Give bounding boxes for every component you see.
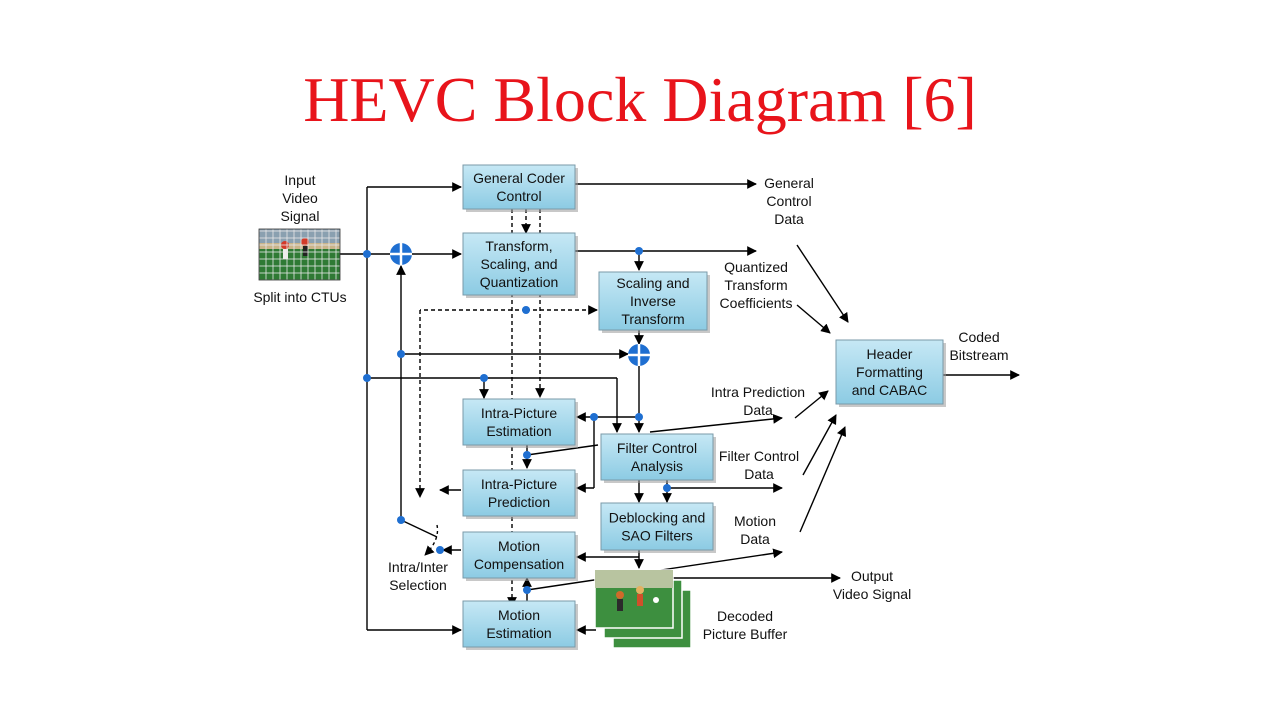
motion-estimation-label: Estimation bbox=[486, 625, 551, 641]
coded-bitstream-label: Bitstream bbox=[949, 347, 1008, 363]
intra-picture-estimation-label: Intra-Picture bbox=[481, 405, 557, 421]
filter-control-data-label: Data bbox=[744, 466, 774, 482]
ipd-to-header bbox=[794, 390, 829, 419]
decoded-picture-buffer-label: Decoded bbox=[717, 608, 773, 624]
output-video-signal-label: Video Signal bbox=[833, 586, 911, 602]
quantized-transform-coefficients-label: Transform bbox=[724, 277, 787, 293]
scaling-inverse-transform-label: Inverse bbox=[630, 293, 676, 309]
coded-bitstream-label: Coded bbox=[958, 329, 999, 345]
intra-picture-prediction-label: Prediction bbox=[488, 494, 550, 510]
scaling-inverse-transform-label: Transform bbox=[621, 311, 684, 327]
junction-dot bbox=[523, 451, 531, 459]
motion-estimation-label: Motion bbox=[498, 607, 540, 623]
input-video-thumbnail bbox=[258, 228, 341, 281]
decoded-picture-buffer-label: Picture Buffer bbox=[703, 626, 788, 642]
split-into-ctus-label: Split into CTUs bbox=[253, 289, 346, 305]
quantized-transform-coefficients-label: Quantized bbox=[724, 259, 788, 275]
summation-node-2 bbox=[628, 344, 650, 366]
gcd-to-header bbox=[796, 244, 849, 323]
header-formatting-cabac-label: Formatting bbox=[856, 364, 923, 380]
transform-scaling-quantization-label: Scaling, and bbox=[480, 256, 557, 272]
intra-inter-selection-label: Intra/Inter bbox=[388, 559, 448, 575]
input-video-signal-label: Signal bbox=[281, 208, 320, 224]
junction-dot bbox=[663, 484, 671, 492]
header-formatting-cabac-label: and CABAC bbox=[852, 382, 927, 398]
fcd-to-header bbox=[802, 414, 837, 476]
intra-prediction-data-label: Intra Prediction bbox=[711, 384, 805, 400]
junction-dot bbox=[363, 374, 371, 382]
quantized-transform-coefficients-label: Coefficients bbox=[720, 295, 793, 311]
general-coder-control-label: General Coder bbox=[473, 170, 565, 186]
selection-dashed-arc bbox=[424, 524, 439, 556]
header-formatting-cabac-label: Header bbox=[867, 346, 913, 362]
input-video-signal-label: Video bbox=[282, 190, 318, 206]
md-to-header bbox=[799, 426, 847, 533]
intra-est-link bbox=[526, 444, 599, 456]
general-control-data-label: General bbox=[764, 175, 814, 191]
decoded-picture-buffer-stack bbox=[594, 569, 692, 649]
filter-control-analysis-label: Analysis bbox=[631, 458, 683, 474]
intra-prediction-data-line bbox=[649, 414, 783, 433]
transform-scaling-quantization-label: Quantization bbox=[480, 274, 559, 290]
intra-inter-selection-label: Selection bbox=[389, 577, 447, 593]
connection-lines bbox=[340, 179, 1020, 635]
scaling-inverse-transform-label: Scaling and bbox=[616, 275, 689, 291]
general-coder-control-label: Control bbox=[496, 188, 541, 204]
motion-compensation-label: Motion bbox=[498, 538, 540, 554]
junction-dot bbox=[397, 350, 405, 358]
junction-dot bbox=[635, 247, 643, 255]
deblocking-sao-filters-label: SAO Filters bbox=[621, 528, 693, 544]
deblocking-sao-filters-label: Deblocking and bbox=[609, 510, 706, 526]
junction-dot bbox=[523, 586, 531, 594]
slide-title: HEVC Block Diagram [6] bbox=[303, 64, 977, 135]
intra-prediction-data-label: Data bbox=[743, 402, 773, 418]
intra-picture-prediction-label: Intra-Picture bbox=[481, 476, 557, 492]
junction-dot bbox=[397, 516, 405, 524]
filter-control-data-label: Filter Control bbox=[719, 448, 799, 464]
motion-data-label: Motion bbox=[734, 513, 776, 529]
motion-compensation-label: Compensation bbox=[474, 556, 564, 572]
selection-switch bbox=[400, 519, 438, 538]
input-video-signal-label: Input bbox=[284, 172, 315, 188]
output-video-signal-label: Output bbox=[851, 568, 893, 584]
junction-dot bbox=[522, 306, 530, 314]
qtc-to-header bbox=[796, 304, 831, 334]
summation-node-1 bbox=[390, 243, 412, 265]
general-control-data-label: Data bbox=[774, 211, 804, 227]
junction-dot bbox=[590, 413, 598, 421]
junction-dot bbox=[436, 546, 444, 554]
general-control-data-label: Control bbox=[766, 193, 811, 209]
filter-control-analysis-label: Filter Control bbox=[617, 440, 697, 456]
intra-picture-estimation-label: Estimation bbox=[486, 423, 551, 439]
junction-dot bbox=[635, 413, 643, 421]
junction-dots bbox=[363, 247, 671, 594]
junction-dot bbox=[363, 250, 371, 258]
transform-scaling-quantization-label: Transform, bbox=[485, 238, 552, 254]
motion-data-label: Data bbox=[740, 531, 770, 547]
junction-dot bbox=[480, 374, 488, 382]
